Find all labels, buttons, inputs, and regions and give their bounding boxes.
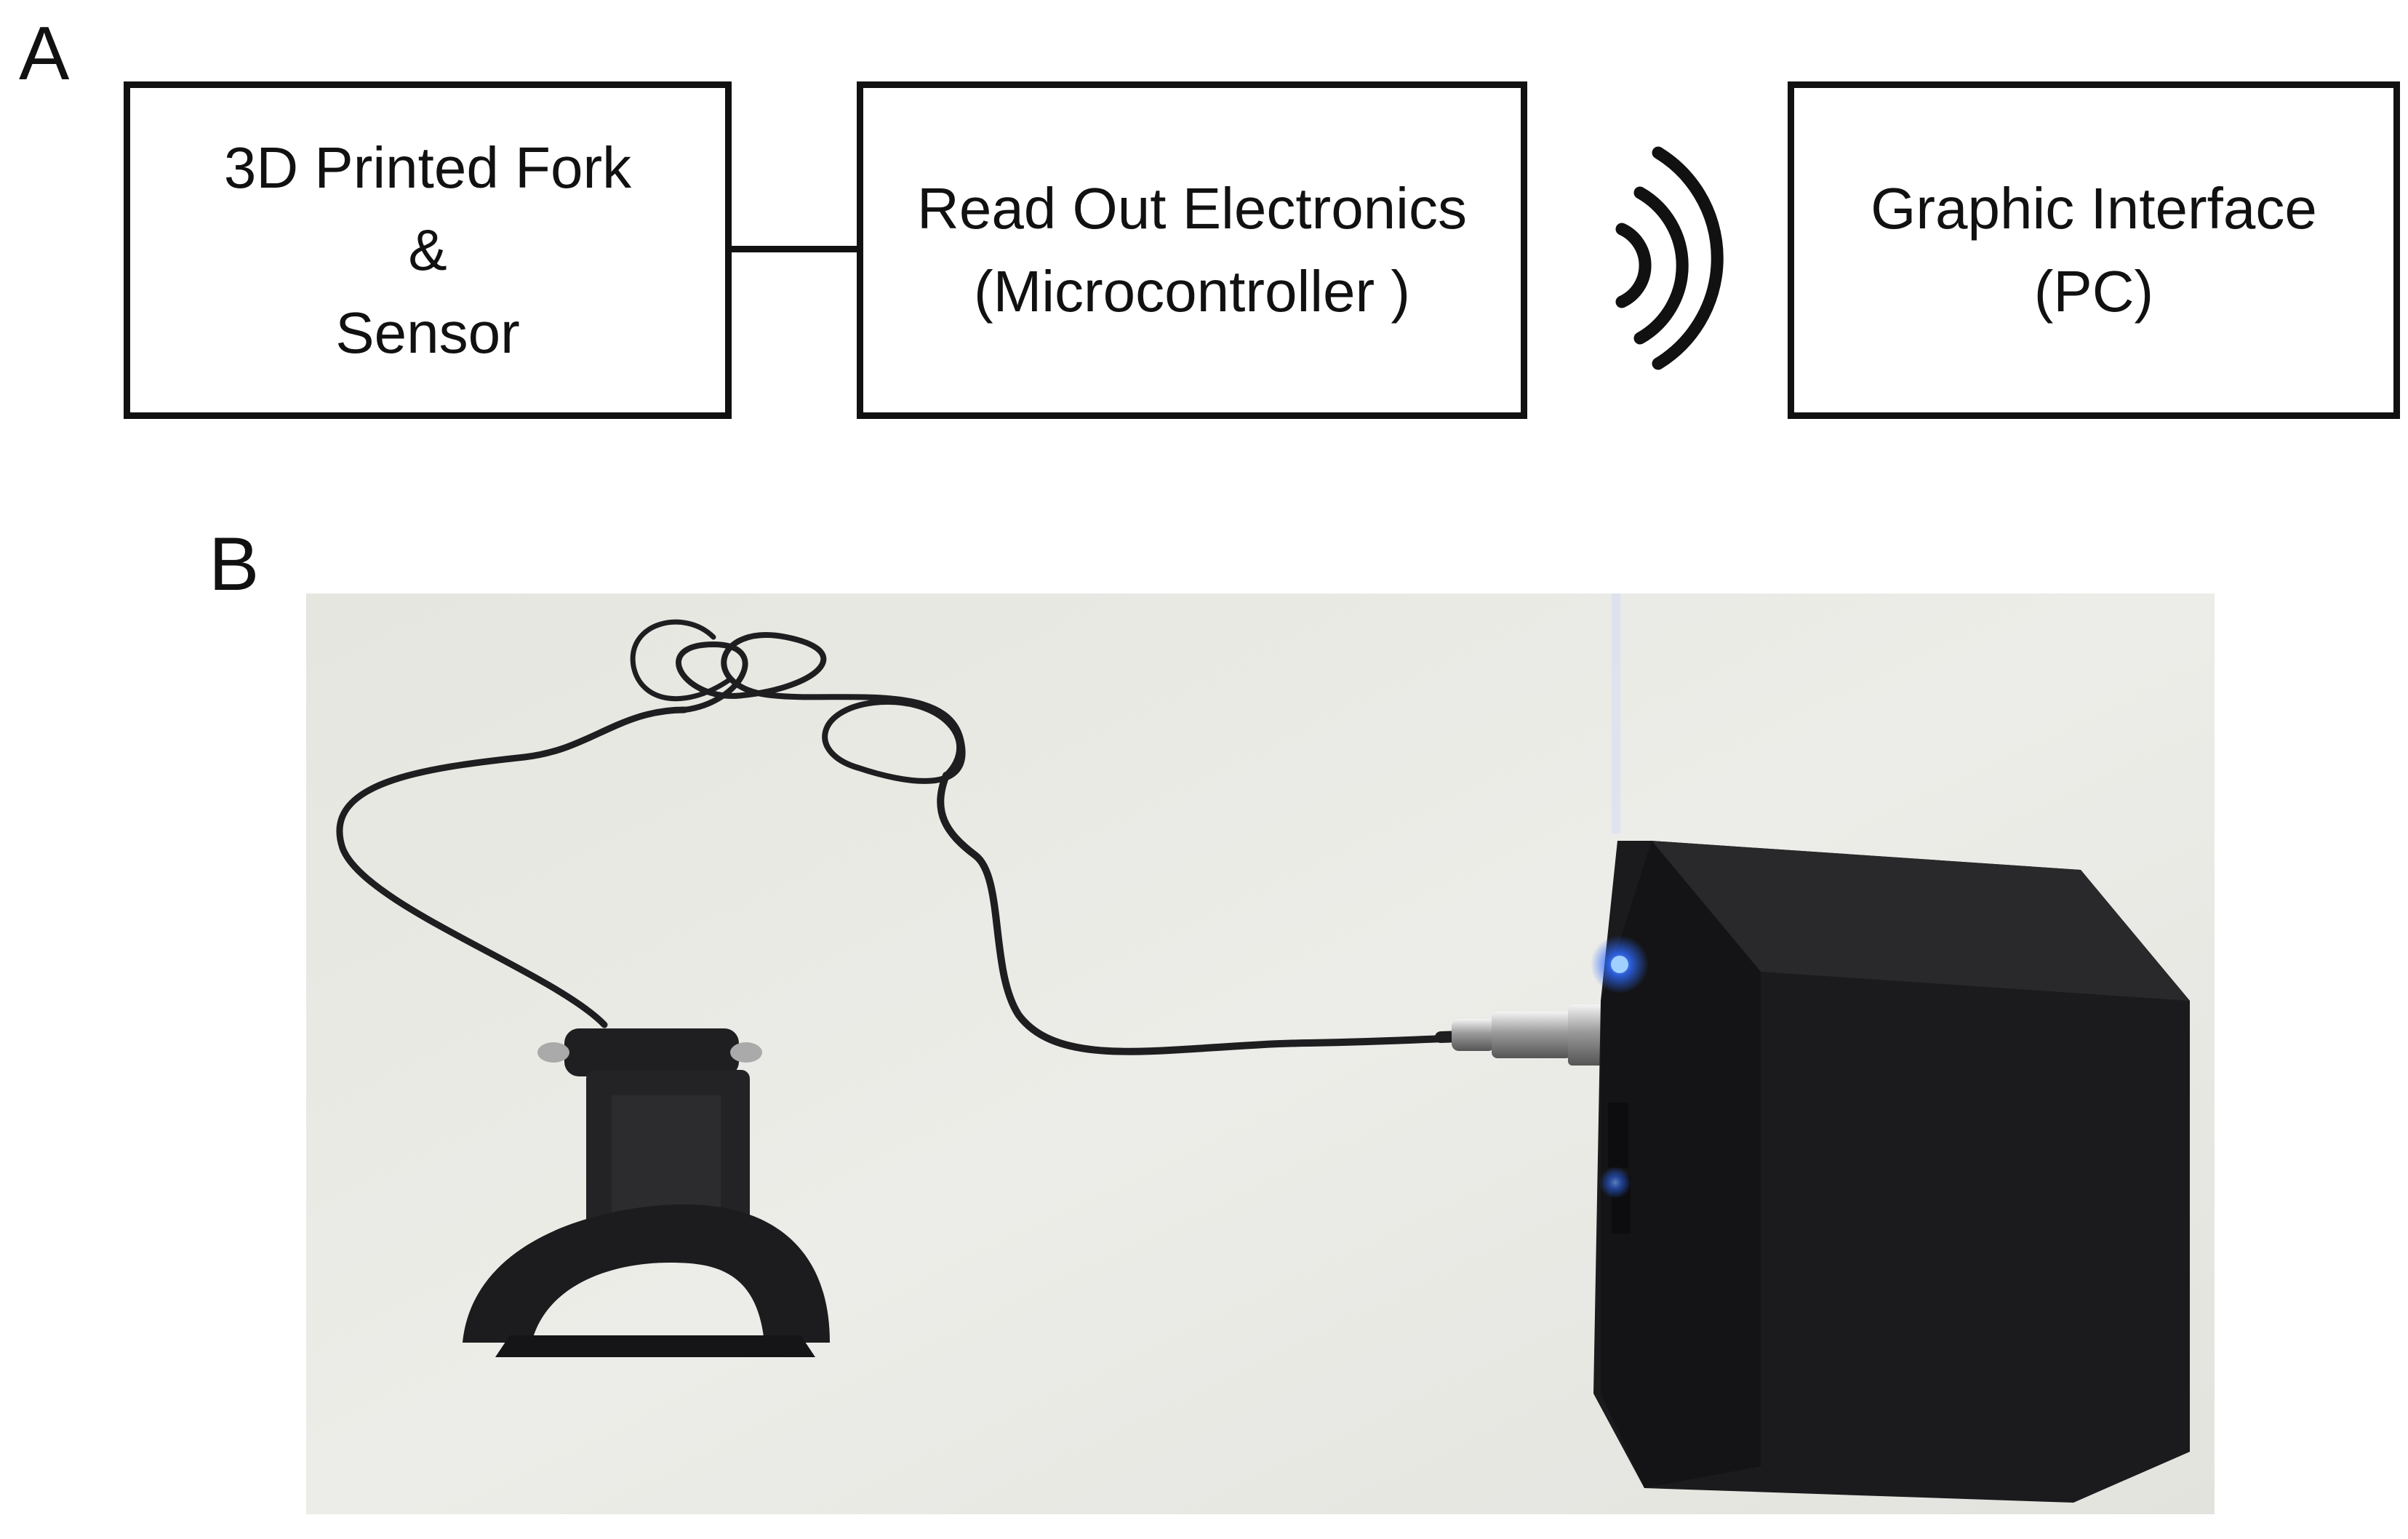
cable-connector (1452, 1004, 1604, 1066)
block-graphic-line-1: Graphic Interface (1871, 176, 2317, 241)
wireless-arc-small (1615, 223, 1652, 308)
device-photo (306, 593, 2215, 1514)
block-graphic-interface: Graphic Interface (PC) (1788, 81, 2400, 419)
fork-sensor-device (463, 1028, 830, 1357)
panel-b-label: B (209, 522, 260, 607)
light-streak (1612, 593, 1620, 834)
block-graphic-line-2: (PC) (2033, 259, 2154, 324)
microcontroller-box (1593, 841, 2190, 1503)
wireless-signal-icon (1615, 146, 1724, 370)
block-fork-sensor: 3D Printed Fork & Sensor (124, 81, 732, 419)
block-readout-electronics: Read Out Electronics (Microcontroller ) (857, 81, 1527, 419)
blue-led-reflection (1599, 1167, 1631, 1199)
wireless-arc-large (1652, 146, 1724, 370)
block-fork-sensor-line-2: & (408, 217, 447, 283)
block-fork-sensor-line-3: Sensor (335, 300, 520, 365)
wired-connection-line (732, 246, 860, 252)
block-readout-line-1: Read Out Electronics (917, 176, 1467, 241)
blue-led (1611, 956, 1628, 973)
block-readout-line-2: (Microcontroller ) (973, 259, 1411, 324)
wireless-arc-medium (1633, 186, 1689, 345)
panel-a-label: A (19, 12, 70, 96)
block-fork-sensor-line-1: 3D Printed Fork (223, 135, 632, 200)
